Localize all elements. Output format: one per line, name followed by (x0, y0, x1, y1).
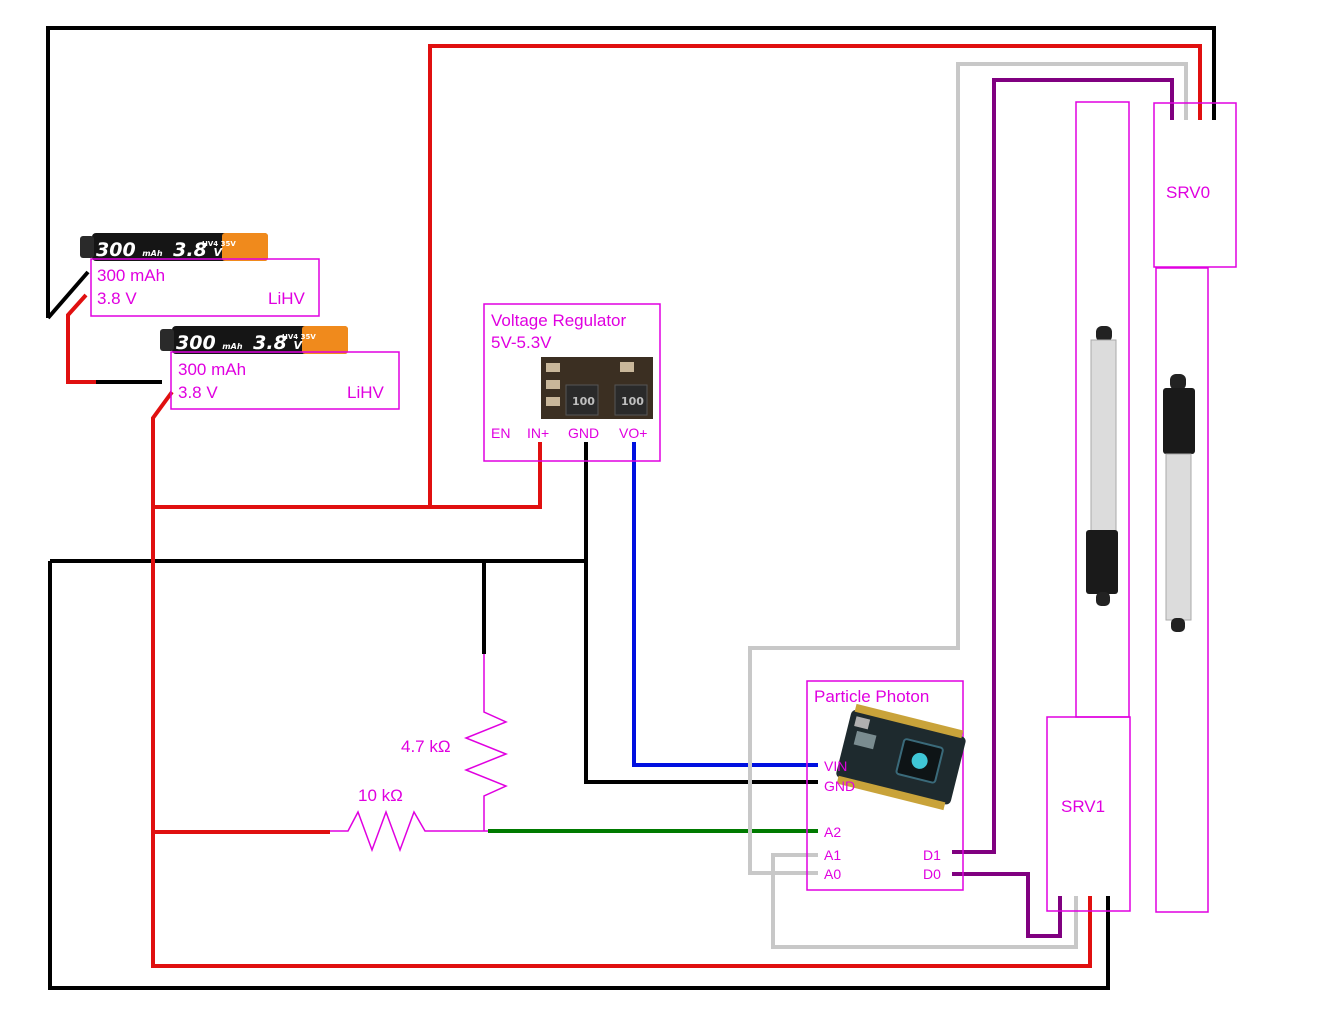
srv0-actuator-tip (1170, 374, 1186, 390)
battery-2-info-box (170, 351, 400, 410)
regulator-title-line2: 5V-5.3V (491, 333, 552, 352)
wire-black-top-loop (46, 26, 1216, 318)
regulator-pad-4 (620, 362, 634, 372)
regulator-inductor-2 (614, 384, 648, 416)
battery-1-label-unit: mAh (142, 249, 163, 258)
wire-purple-srv1 (952, 872, 1062, 938)
servo-0: SRV0 (1153, 102, 1237, 913)
photon-pin-a2: A2 (824, 824, 841, 840)
srv0-actuator-base (1171, 618, 1185, 632)
srv0-label: SRV0 (1166, 183, 1210, 202)
regulator-chip-mark-2: 100 (621, 395, 644, 408)
resistor-4-7k-label: 4.7 kΩ (401, 737, 451, 756)
battery-2-tab (160, 329, 174, 351)
resistor-10k-symbol (330, 809, 488, 853)
battery-1-label-voltage: 3.8 (173, 239, 207, 261)
battery-1: 300 mAh 3.8 V HV4 35V 300 mAh 3.8 V LiHV (80, 233, 320, 317)
photon-pin-vin: VIN (824, 758, 847, 774)
battery-1-label-capacity: 300 (96, 239, 136, 261)
wire-red-battery-series (66, 293, 96, 384)
resistor-10k-label: 10 kΩ (358, 786, 403, 805)
wire-gray-srv0-signal (748, 62, 1188, 875)
voltage-regulator: Voltage Regulator 5V-5.3V 100 100 EN IN+… (483, 303, 661, 462)
srv0-body-box (1153, 102, 1237, 268)
wire-gray-srv1-signal (771, 853, 1078, 949)
wire-black-bottom-loop (48, 561, 1110, 990)
battery-1-capacity: 300 mAh (97, 266, 165, 285)
photon-pin-a1: A1 (824, 847, 841, 863)
wire-red-main-positive (151, 390, 1092, 968)
battery-2-voltage: 3.8 V (178, 383, 218, 402)
wire-red-srv0-power (428, 44, 1202, 507)
svg-text:300 mAh 3.8: 300 mAh 3.8 V (176, 332, 303, 354)
srv0-actuator-motor (1163, 388, 1195, 454)
regulator-pin-gnd: GND (568, 425, 599, 441)
regulator-pad-1 (546, 363, 560, 372)
battery-2: 300 mAh 3.8 V HV4 35V 300 mAh 3.8 V LiHV (160, 326, 400, 410)
regulator-chip-mark-1: 100 (572, 395, 595, 408)
regulator-pin-in: IN+ (527, 425, 549, 441)
photon-pin-a0: A0 (824, 866, 841, 882)
regulator-pin-vo: VO+ (619, 425, 647, 441)
resistor-4-7k-symbol (463, 654, 509, 831)
photon-pin-gnd: GND (824, 778, 855, 794)
regulator-pad-2 (546, 380, 560, 389)
srv1-actuator-rod (1090, 339, 1117, 535)
regulator-title-line1: Voltage Regulator (491, 311, 626, 330)
battery-2-label-capacity: 300 (176, 332, 216, 354)
photon-box (806, 680, 964, 891)
photon-pin-d0: D0 (923, 866, 941, 882)
battery-1-label-hv: HV4 35V (202, 240, 236, 248)
regulator-pad-3 (546, 397, 560, 406)
srv1-label: SRV1 (1061, 797, 1105, 816)
resistor-4-7k: 4.7 kΩ (401, 654, 509, 831)
wires (46, 26, 1216, 990)
battery-2-capacity: 300 mAh (178, 360, 246, 379)
battery-1-tab (80, 236, 94, 258)
battery-1-voltage: 3.8 V (97, 289, 137, 308)
battery-2-accent (302, 326, 348, 354)
battery-2-chemistry: LiHV (347, 383, 385, 402)
battery-2-label-v: V (293, 339, 303, 352)
wire-black-regulator-gnd (584, 442, 818, 784)
battery-2-label-hv: HV4 35V (282, 333, 316, 341)
battery-1-chemistry: LiHV (268, 289, 306, 308)
battery-1-info-box (90, 258, 320, 317)
photon-title: Particle Photon (814, 687, 929, 706)
photon-pin-d1: D1 (923, 847, 941, 863)
srv1-actuator-motor (1086, 530, 1118, 594)
regulator-inductor-1 (565, 384, 599, 416)
wire-red-regulator-in (153, 442, 542, 509)
servo-1: SRV1 (1046, 101, 1131, 912)
particle-photon: Particle Photon VIN GND A2 A1 A0 D1 D0 (806, 680, 966, 891)
srv1-body-box (1046, 716, 1131, 912)
wire-purple-srv0 (952, 78, 1174, 854)
svg-text:300 mAh 3.8: 300 mAh 3.8 V (96, 239, 223, 261)
wire-blue-vin (632, 442, 818, 767)
srv1-actuator-tip (1096, 326, 1112, 342)
srv1-actuator-base (1096, 592, 1110, 606)
battery-2-label-voltage: 3.8 (253, 332, 287, 354)
regulator-box (483, 303, 661, 462)
battery-1-accent (222, 233, 268, 261)
srv0-actuator-rod (1165, 453, 1192, 621)
battery-2-label-unit: mAh (222, 342, 243, 351)
regulator-pin-en: EN (491, 425, 510, 441)
photon-board (836, 703, 966, 811)
resistor-10k: 10 kΩ (330, 786, 488, 853)
wire-black-battery1-neg (46, 270, 90, 320)
battery-1-label-v: V (213, 246, 223, 259)
srv0-rail-box (1155, 267, 1209, 913)
